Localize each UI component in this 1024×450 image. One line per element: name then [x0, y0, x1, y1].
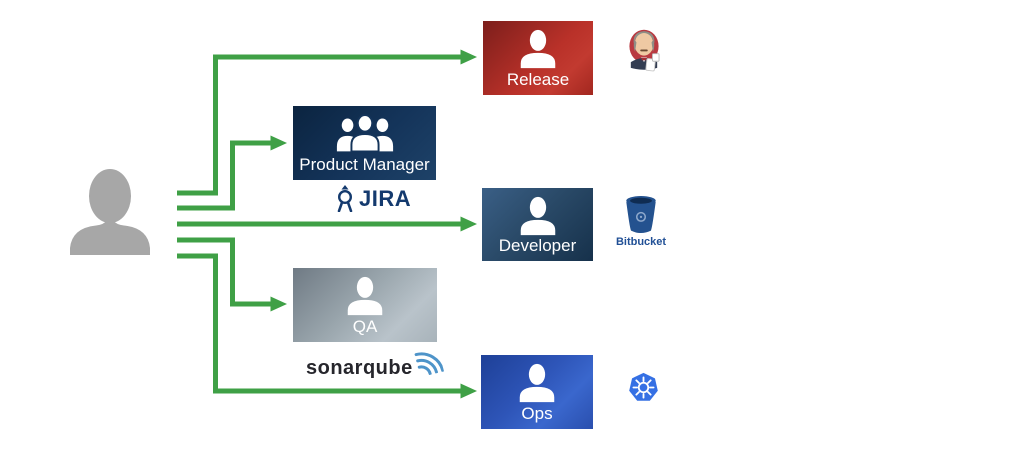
arrow-user-to-pm [177, 135, 287, 211]
role-box-release: Release [483, 21, 593, 95]
bitbucket-logo: Bitbucket [609, 195, 673, 248]
bitbucket-logo-text: Bitbucket [615, 236, 667, 248]
sonarqube-waves-icon [414, 352, 444, 376]
bitbucket-bucket-icon [626, 196, 656, 234]
role-box-product-manager: Product Manager [293, 106, 436, 180]
jira-mark-icon [337, 185, 353, 212]
arrow-user-to-release [177, 49, 477, 196]
role-box-qa: QA [293, 268, 437, 342]
jira-logo: JIRA [334, 185, 411, 212]
jira-logo-text: JIRA [359, 185, 412, 211]
role-box-developer: Developer [482, 188, 593, 261]
role-label-release: Release [506, 70, 570, 89]
role-box-ops: Ops [481, 355, 593, 429]
arrow-user-to-qa [177, 237, 287, 312]
kubernetes-helm-icon [629, 372, 658, 401]
jenkins-butler-icon [629, 29, 660, 72]
role-label-ops: Ops [521, 404, 553, 423]
team-icon [336, 114, 393, 152]
sonarqube-logo: sonarqube [306, 347, 444, 381]
role-label-developer: Developer [498, 236, 577, 255]
role-label-qa: QA [352, 317, 378, 336]
person-icon [519, 363, 555, 403]
person-icon [347, 276, 383, 316]
person-icon [520, 196, 555, 236]
person-silhouette-icon [70, 169, 150, 255]
person-icon [520, 29, 556, 69]
role-label-product-manager: Product Manager [299, 155, 430, 174]
arrow-user-to-ops [177, 253, 477, 399]
sonarqube-logo-text: sonarqube [306, 357, 413, 379]
